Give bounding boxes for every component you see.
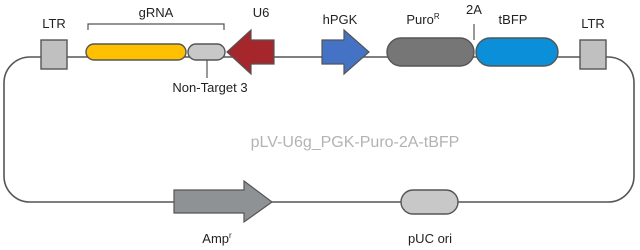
non-target-label: Non-Target 3 (172, 80, 247, 95)
plasmid-backbone (3, 56, 635, 203)
non-target-segment (187, 43, 226, 61)
ltr-left-box (40, 39, 68, 70)
ltr-left-label: LTR (42, 16, 66, 31)
puro-label-sup: R (434, 12, 440, 21)
amp-label-sup: r (229, 231, 232, 240)
grna-segment (85, 43, 187, 61)
tbfp-segment (475, 37, 559, 67)
grna-bracket (87, 23, 225, 30)
puro-segment (386, 37, 475, 67)
puc-ori-label: pUC ori (408, 231, 452, 246)
plasmid-title: pLV-U6g_PGK-Puro-2A-tBFP (251, 134, 460, 151)
amp-label-text: Amp (202, 231, 229, 246)
amp-arrow (173, 179, 274, 224)
hpgk-arrow (321, 28, 370, 76)
u6-label: U6 (253, 5, 270, 20)
ltr-right-box (579, 39, 607, 70)
u6-arrow (226, 28, 275, 76)
grna-label: gRNA (139, 5, 174, 20)
puro-label-text: Puro (406, 12, 433, 27)
two-a-label: 2A (466, 2, 482, 17)
puc-ori-segment (400, 189, 459, 215)
hpgk-label: hPGK (323, 12, 358, 27)
amp-label: Ampr (202, 231, 232, 246)
puro-label: PuroR (406, 12, 439, 27)
tbfp-label: tBFP (499, 12, 528, 27)
ltr-right-label: LTR (581, 16, 605, 31)
